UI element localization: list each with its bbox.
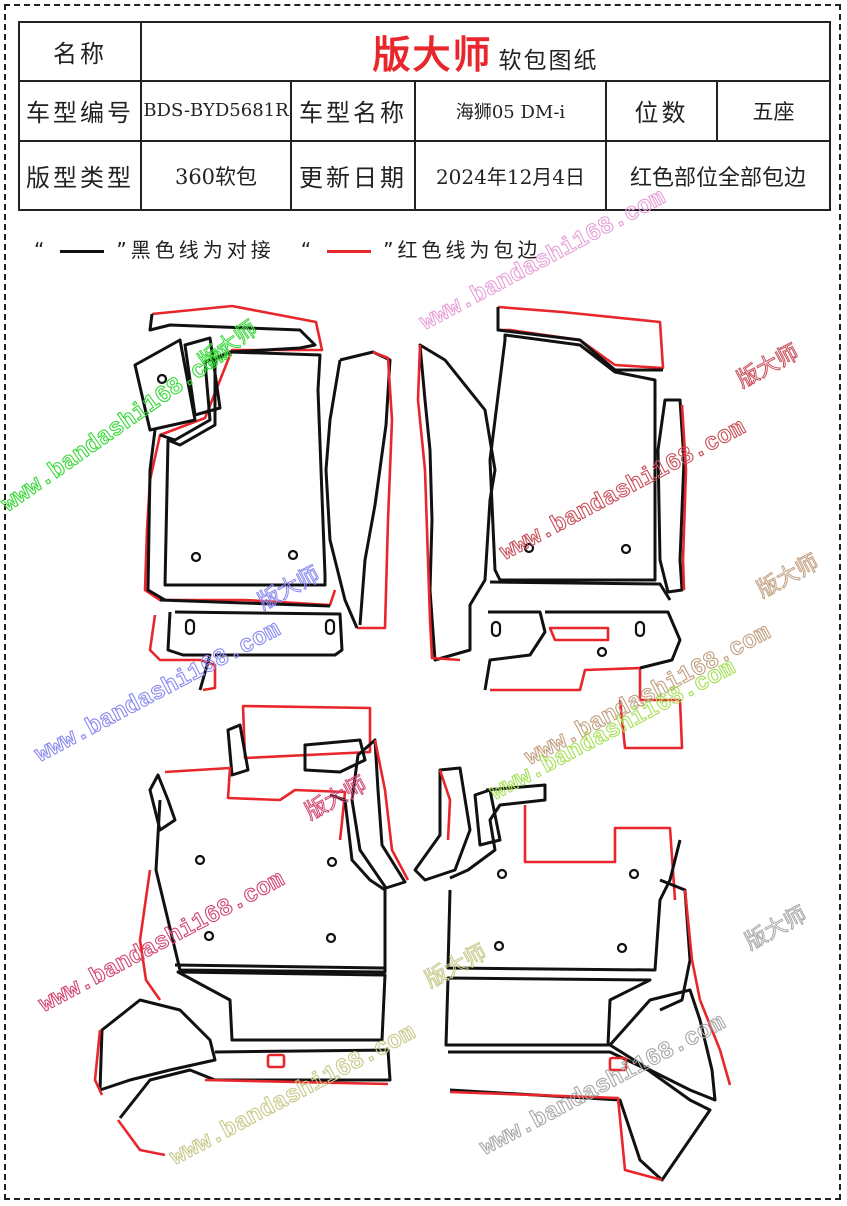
rear-right-seat-panel [444,976,732,1182]
model-code-value: BDS-BYD5681R [140,79,292,143]
watermark-brand-7: 版大师 [301,772,371,825]
red-edge-note: 红色部位全部包边 [604,140,832,211]
legend-red-open: “ [300,238,316,262]
rear-left-mat [138,738,410,1001]
watermark-brand-5: 版大师 [753,550,823,603]
front-left-mat [133,304,337,608]
front-left-door-strip [324,350,394,630]
rear-right-mat [413,766,702,1012]
watermark-url-2: www.bandashi168.com [416,185,670,337]
legend-black-swatch [60,250,105,253]
brand-subtitle: 软包图纸 [498,47,599,74]
legend-black-text: ”黑色线为对接 [116,238,275,262]
watermark-url-4: www.bandashi168.com [31,617,285,769]
watermark-url-8: www.bandashi168.com [166,1020,420,1172]
watermark-layer: www.bandashi168.com 版大师 www.bandashi168.… [0,184,824,1172]
model-name-label: 车型名称 [290,79,416,143]
rear-left-tunnel [226,704,372,777]
front-right-footrest [483,610,684,750]
update-date-label: 更新日期 [290,140,416,211]
front-left-footrest [148,610,344,692]
legend-red-swatch [327,250,372,253]
info-table: 名称 版大师软包图纸 车型编号 BDS-BYD5681R 车型名称 海狮05 D… [18,21,832,211]
rear-left-seat-panel [93,970,392,1157]
legend: “ ”黑色线为对接 “ ”红色线为包边 [34,234,542,263]
watermark-url-3: www.bandashi168.com [496,415,750,567]
watermark-url-9: www.bandashi168.com [476,1010,730,1162]
pattern-type-value: 360软包 [140,140,292,211]
watermark-brand-3: 版大师 [733,340,803,393]
title-cell: 版大师软包图纸 [139,21,832,82]
watermark-url-6: www.bandashi168.com [486,655,740,807]
pattern-type-label: 版型类型 [18,140,142,211]
name-label: 名称 [18,21,142,82]
seats-value: 五座 [715,79,832,143]
watermark-brand-8: 版大师 [421,940,491,993]
update-date-value: 2024年12月4日 [414,140,607,211]
brand-title: 版大师 [372,31,493,77]
watermark-brand-9: 版大师 [741,902,811,955]
model-code-label: 车型编号 [18,79,142,143]
seats-label: 位数 [605,79,718,143]
page-border [4,4,841,1200]
legend-black-open: “ [34,238,49,262]
legend-red-text: ”红色线为包边 [383,238,542,262]
model-name-value: 海狮05 DM-i [414,79,607,143]
front-right-mat [416,305,688,662]
watermark-brand-4: 版大师 [254,562,324,615]
